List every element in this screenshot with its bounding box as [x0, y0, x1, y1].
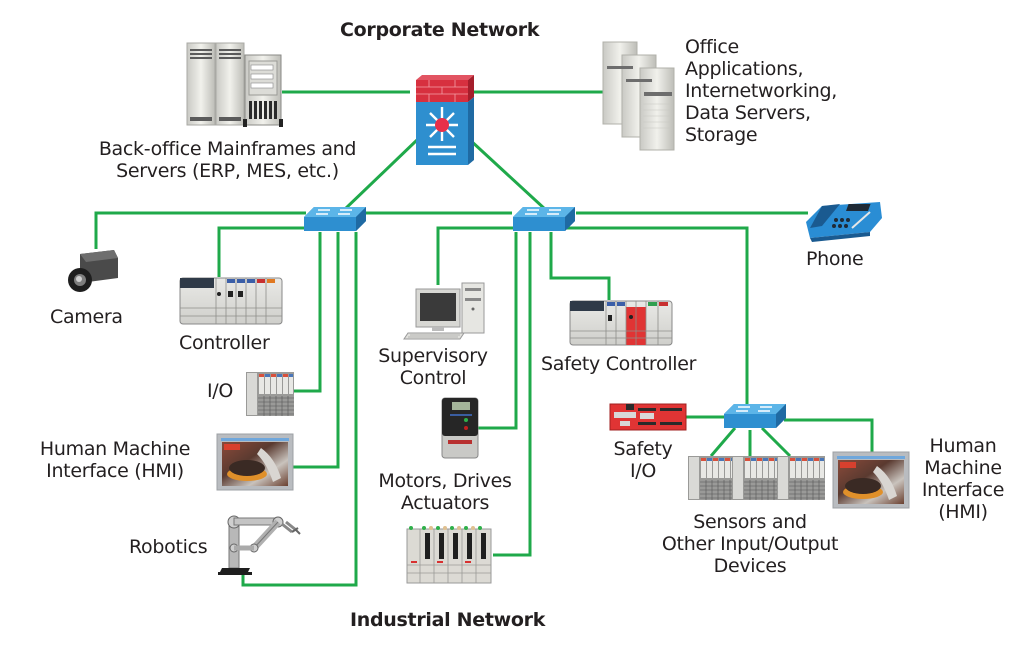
link-sensor-3: [760, 426, 792, 458]
corporate-network-title: Corporate Network: [340, 19, 540, 41]
network-links: [94, 90, 874, 587]
link-hmi-right: [784, 418, 874, 452]
hmi-left-label: Human Machine Interface (HMI): [39, 438, 191, 482]
safety-controller-label: Safety Controller: [541, 353, 697, 375]
plc-controller-icon[interactable]: [179, 277, 283, 325]
industrial-network-title: Industrial Network: [350, 609, 546, 631]
office-servers-label: Office Applications, Internetworking, Da…: [685, 36, 838, 146]
drive-icon[interactable]: [441, 397, 479, 459]
link-firewall-switchright: [468, 138, 548, 212]
camera-icon[interactable]: [68, 250, 118, 292]
safety-io-label: Safety I/O: [613, 438, 673, 482]
link-controller: [217, 226, 306, 277]
io-label: I/O: [207, 380, 234, 402]
desk-phone-icon[interactable]: [806, 202, 882, 242]
link-supervisory: [436, 226, 514, 285]
sensors-label: Sensors and Other Input/Output Devices: [661, 511, 839, 577]
supervisory-label: Supervisory Control: [378, 345, 488, 389]
link-motors: [478, 232, 518, 430]
safety-plc-icon[interactable]: [569, 300, 673, 346]
link-safety-controller: [549, 232, 611, 300]
back-office-label: Back-office Mainframes and Servers (ERP,…: [98, 138, 357, 182]
sensor-io-module-3-icon[interactable]: [776, 455, 826, 501]
sensor-io-module-1-icon[interactable]: [687, 455, 737, 501]
motors-label: Motors, Drives Actuators: [378, 470, 512, 514]
hmi-panel-left-icon[interactable]: [216, 433, 294, 491]
controller-label: Controller: [179, 332, 270, 354]
link-firewall-switchleft: [342, 138, 419, 212]
server-stack-icon[interactable]: [602, 41, 675, 151]
link-switchright-switchlower: [564, 226, 749, 405]
link-camera: [94, 211, 306, 249]
switch-right-icon[interactable]: [512, 206, 576, 232]
hmi-panel-right-icon[interactable]: [832, 451, 910, 509]
safety-io-icon[interactable]: [609, 403, 687, 431]
link-robotics: [241, 232, 358, 587]
link-sensor-1: [709, 427, 737, 457]
link-hmi-left: [292, 232, 340, 469]
robotics-label: Robotics: [129, 536, 208, 558]
switch-left-icon[interactable]: [303, 206, 367, 232]
firewall-router-icon[interactable]: [416, 75, 474, 165]
switch-lower-icon[interactable]: [723, 403, 787, 429]
sensor-io-module-2-icon[interactable]: [731, 455, 781, 501]
mainframe-server-icon[interactable]: [186, 42, 283, 127]
servo-drive-rack-icon[interactable]: [406, 526, 492, 584]
camera-label: Camera: [50, 306, 123, 328]
io-module-icon[interactable]: [245, 371, 295, 417]
link-servo: [493, 232, 532, 557]
phone-label: Phone: [806, 248, 864, 270]
robot-arm-icon[interactable]: [218, 515, 301, 575]
hmi-right-label: Human Machine Interface (HMI): [921, 435, 1005, 523]
computer-icon[interactable]: [403, 282, 485, 340]
